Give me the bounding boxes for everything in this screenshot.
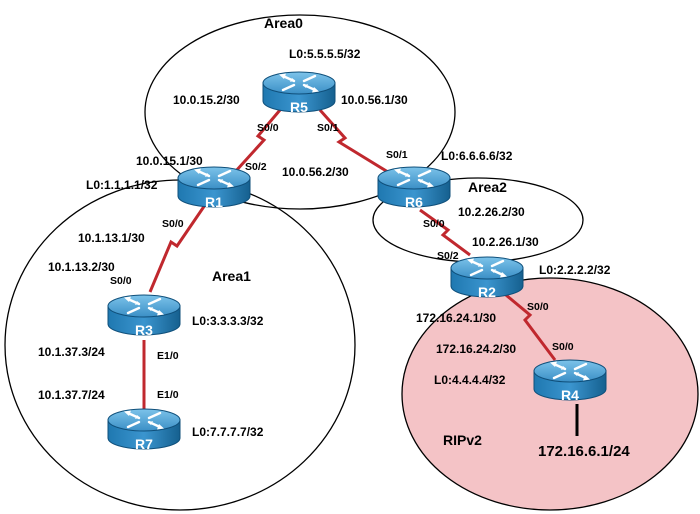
r1-r3-r3-ip: 10.1.13.2/30	[48, 260, 115, 274]
area1-label: Area1	[212, 268, 251, 284]
r2-r4-r2-ip: 172.16.24.1/30	[416, 311, 496, 325]
router-r3[interactable]: R3	[106, 293, 182, 338]
svg-text:R3: R3	[135, 322, 153, 338]
r4-loopback: L0:4.4.4.4/32	[434, 373, 506, 387]
r5-loopback: L0:5.5.5.5/32	[289, 47, 361, 61]
r3-r7-r7-interface: E1/0	[157, 389, 179, 401]
router-r2[interactable]: R2	[449, 255, 525, 300]
link-r6-r2	[419, 208, 471, 257]
r3-r7-r7-ip: 10.1.37.7/24	[38, 388, 105, 402]
r6-loopback: L0:6.6.6.6/32	[441, 149, 513, 163]
router-r6[interactable]: R6	[376, 165, 452, 210]
svg-text:R6: R6	[405, 194, 423, 210]
r6-r2-r6-ip: 10.2.26.2/30	[458, 205, 525, 219]
svg-text:R1: R1	[205, 194, 223, 210]
r5-r6-r5-ip: 10.0.56.1/30	[341, 93, 408, 107]
area0-boundary	[144, 14, 456, 210]
r4-lan-network: 172.16.6.1/24	[538, 443, 630, 460]
svg-text:R5: R5	[290, 99, 308, 115]
r6-r2-r2-interface: S0/2	[437, 250, 459, 262]
ripv2-label: RIPv2	[443, 432, 482, 448]
link-r2-r4	[499, 288, 557, 361]
r7-loopback: L0:7.7.7.7/32	[192, 425, 264, 439]
link-r5-r1	[233, 109, 282, 174]
r5-r1-r5-interface: S0/0	[257, 122, 279, 134]
router-r5[interactable]: R5	[261, 70, 337, 115]
r1-r3-r3-interface: S0/0	[110, 275, 132, 287]
r6-r2-r2-ip: 10.2.26.1/30	[472, 235, 539, 249]
r5-r6-r5-interface: S0/1	[317, 122, 339, 134]
svg-text:R2: R2	[478, 284, 496, 300]
r5-r1-r5-ip: 10.0.15.2/30	[173, 93, 240, 107]
r2-r4-r4-ip: 172.16.24.2/30	[436, 342, 516, 356]
r6-r2-r6-interface: S0/0	[423, 218, 445, 230]
r3-r7-r3-interface: E1/0	[157, 350, 179, 362]
router-r4[interactable]: R4	[532, 358, 608, 403]
svg-text:R7: R7	[135, 436, 153, 452]
r3-loopback: L0:3.3.3.3/32	[192, 314, 264, 328]
r2-r4-r4-interface: S0/0	[552, 341, 574, 353]
r3-r7-r3-ip: 10.1.37.3/24	[38, 345, 105, 359]
r5-r6-r6-ip: 10.0.56.2/30	[282, 165, 349, 179]
r1-r3-r1-interface: S0/0	[162, 218, 184, 230]
r2-loopback: L0:2.2.2.2/32	[539, 263, 611, 277]
router-r1[interactable]: R1	[176, 165, 252, 210]
area2-label: Area2	[468, 179, 507, 195]
r5-r6-r6-interface: S0/1	[386, 149, 408, 161]
r2-r4-r2-interface: S0/0	[527, 301, 549, 313]
r5-r1-r1-interface: S0/2	[245, 161, 267, 173]
router-r7[interactable]: R7	[106, 407, 182, 452]
svg-text:R4: R4	[561, 387, 579, 403]
link-r5-r6	[318, 109, 389, 174]
link-r1-r3	[148, 204, 207, 293]
r5-r1-r1-ip: 10.0.15.1/30	[136, 154, 203, 168]
r1-r3-r1-ip: 10.1.13.1/30	[78, 231, 145, 245]
area0-label: Area0	[264, 15, 303, 31]
r1-loopback: L0:1.1.1.1/32	[86, 178, 158, 192]
